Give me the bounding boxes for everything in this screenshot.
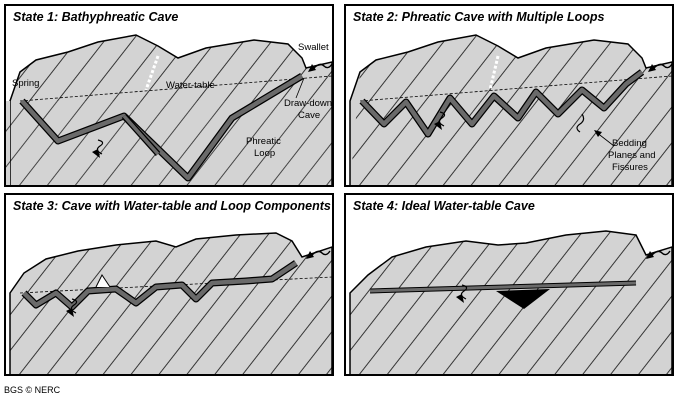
panel-state-3: State 3: Cave with Water-table and Loop … — [4, 193, 334, 376]
shaft-dashed — [144, 55, 160, 91]
water-table-line — [359, 75, 672, 102]
bedding-lines — [6, 101, 332, 185]
bedding-lines — [350, 231, 672, 374]
label-drawdown-2: Cave — [298, 110, 320, 121]
stream-trench — [496, 289, 550, 309]
swallet-stream-icon — [313, 63, 332, 69]
panel-4-title: State 4: Ideal Water-table Cave — [353, 199, 535, 213]
state-3-diagram — [9, 232, 332, 374]
panel-3-title: State 3: Cave with Water-table and Loop … — [13, 199, 331, 213]
panel-state-1: Spring Water-table Swallet Draw-down Cav… — [4, 4, 334, 187]
state-2-diagram: Bedding Planes and Fissures — [349, 34, 672, 185]
bedding-lines — [10, 233, 332, 374]
state-1-diagram: Spring Water-table Swallet Draw-down Cav… — [6, 34, 332, 185]
label-water-table: Water-table — [166, 80, 215, 91]
swallet-stream-icon — [653, 63, 672, 69]
label-phreatic-1: Phreatic — [246, 136, 281, 147]
water-table-line — [19, 75, 332, 102]
state-4-diagram — [349, 230, 672, 374]
swallet-stream-icon — [651, 250, 671, 256]
label-spring: Spring — [12, 78, 39, 89]
panel-1-title: State 1: Bathyphreatic Cave — [13, 10, 179, 24]
credit: BGS © NERC — [4, 385, 61, 395]
label-bedding-2: Planes and — [608, 150, 656, 161]
label-bedding-1: Bedding — [612, 138, 647, 149]
label-swallet: Swallet — [298, 42, 329, 53]
swallet-stream-icon — [311, 250, 331, 256]
bedding-lines-upper — [10, 35, 332, 101]
label-bedding-3: Fissures — [612, 162, 648, 173]
label-drawdown-1: Draw-down — [284, 98, 332, 109]
panel-state-4: State 4: Ideal Water-table Cave — [344, 193, 674, 376]
panel-2-title: State 2: Phreatic Cave with Multiple Loo… — [353, 10, 605, 24]
panel-state-2: Bedding Planes and Fissures State 2: Phr… — [344, 4, 674, 187]
label-phreatic-2: Loop — [254, 148, 275, 159]
